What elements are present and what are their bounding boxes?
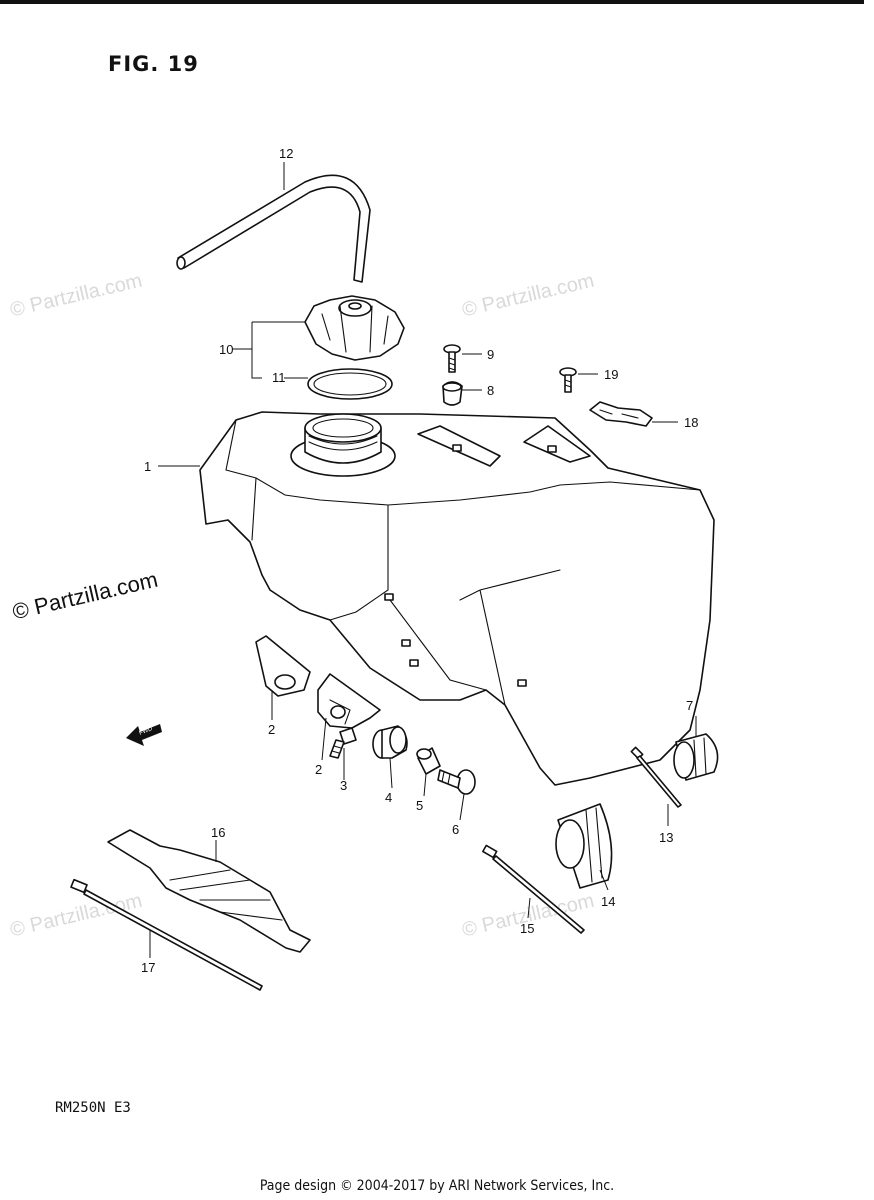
callouts: 12 10 11 9 8 19 18 1 2 2 3 4 5 6 7 13 14… [141,146,698,975]
part-17-grommet [372,725,408,759]
callout-10: 17 [141,960,155,975]
part-12-tie-strap [482,844,585,934]
figure-title: FIG. 19 [108,52,199,76]
part-10-tie-strap [70,878,263,991]
callout-6: 10 [219,342,233,357]
part-1-fuel-tank [199,411,715,786]
part-15-clip [589,401,653,427]
callout-15: 18 [684,415,698,430]
callout-9: 16 [211,825,225,840]
part-2-bracket-right [317,673,381,729]
part-5-screw [443,344,461,373]
callout-19: 5 [416,798,423,813]
callout-5: 9 [487,347,494,362]
model-code: RM250N E3 [55,1100,131,1116]
fwd-label: FWD [139,726,155,737]
part-7-o-ring [307,368,393,400]
callout-12: 15 [520,921,534,936]
callout-4: 8 [487,383,494,398]
part-13-cushion [673,733,719,781]
part-3-bolt [329,727,357,759]
part-11-cushion [555,803,613,889]
part-18-bolt [437,769,476,795]
part-14-tie-strap [630,746,682,808]
callout-8: 12 [279,146,293,161]
part-2-bracket-left [255,635,311,697]
part-16-screw [559,367,577,393]
part-9-tank-band [107,829,311,953]
callout-3: 3 [340,778,347,793]
leader-lines [149,162,697,958]
callout-7: 11 [272,370,286,385]
part-19-collar [416,747,441,775]
callout-18: 6 [452,822,459,837]
callout-13: 7 [686,698,693,713]
callout-11: 14 [601,894,615,909]
callout-1: 1 [144,459,151,474]
fwd-arrow-icon: FWD [126,724,162,746]
callout-16: 19 [604,367,618,382]
page-footer: Page design © 2004-2017 by ARI Network S… [259,1178,615,1194]
callout-14: 13 [659,830,673,845]
callout-2-right: 2 [315,762,322,777]
top-border [0,0,864,4]
part-8-breather-hose [176,174,371,283]
callout-2-left: 2 [268,722,275,737]
part-4-cushion [442,381,463,406]
callout-17: 4 [385,790,392,805]
part-6-fuel-cap [304,295,405,361]
